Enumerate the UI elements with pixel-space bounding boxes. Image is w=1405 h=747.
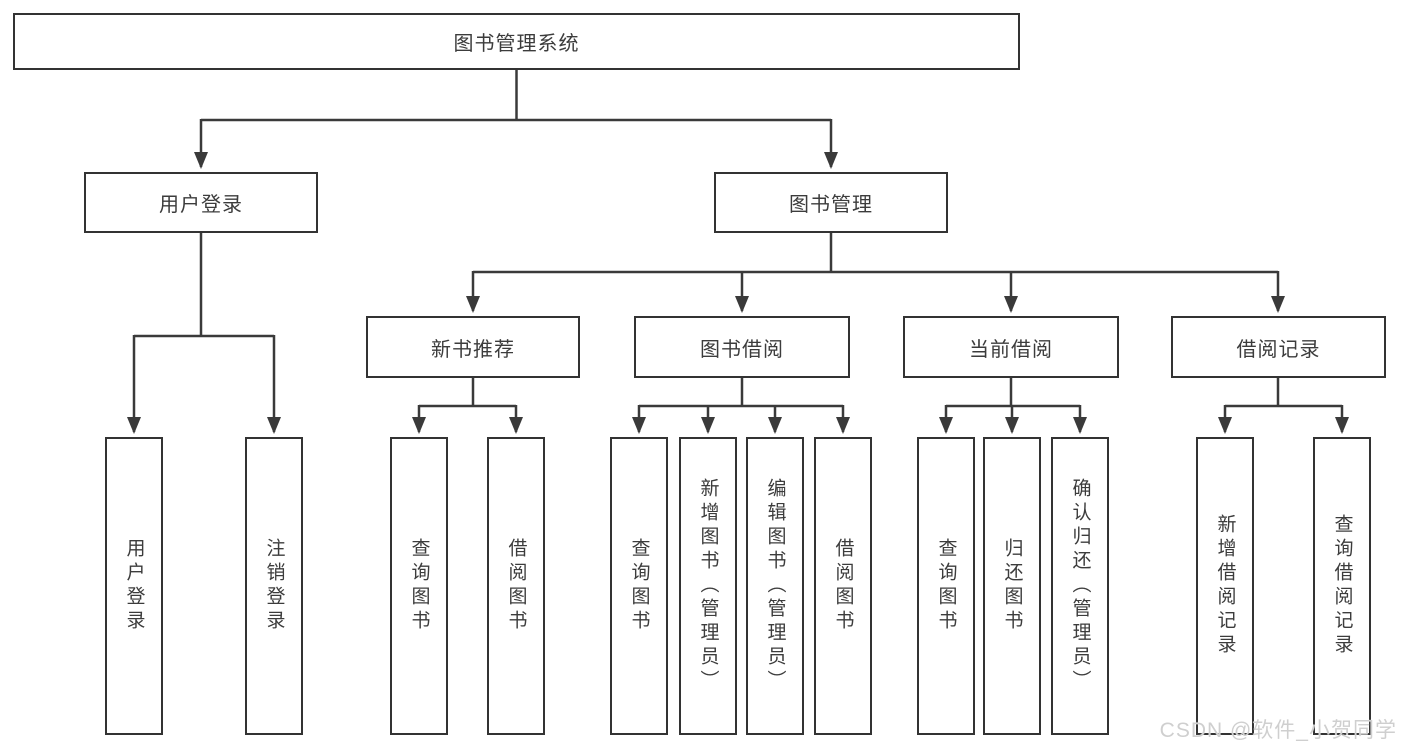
node-leaf-borrow-books-recommend: 借阅图书 [487,437,545,735]
node-user-login: 用户登录 [84,172,318,233]
csdn-watermark: CSDN @软件_小贺同学 [1159,719,1397,742]
node-book-management: 图书管理 [714,172,948,233]
node-leaf-add-borrow-record: 新增借阅记录 [1196,437,1254,735]
node-leaf-confirm-return-admin: 确认归还（管理员） [1051,437,1109,735]
node-leaf-query-books-current: 查询图书 [917,437,975,735]
node-book-borrowing: 图书借阅 [634,316,850,378]
node-leaf-add-books-admin: 新增图书（管理员） [679,437,737,735]
node-leaf-return-books: 归还图书 [983,437,1041,735]
node-borrowing-records: 借阅记录 [1171,316,1386,378]
node-current-borrowing: 当前借阅 [903,316,1119,378]
node-leaf-edit-books-admin: 编辑图书（管理员） [746,437,804,735]
node-leaf-query-books-borrowing: 查询图书 [610,437,668,735]
node-new-book-recommendation: 新书推荐 [366,316,580,378]
node-leaf-borrow-books: 借阅图书 [814,437,872,735]
node-leaf-query-borrow-record: 查询借阅记录 [1313,437,1371,735]
node-leaf-query-books-recommend: 查询图书 [390,437,448,735]
node-leaf-logout: 注销登录 [245,437,303,735]
node-leaf-user-login: 用户登录 [105,437,163,735]
node-library-management-system: 图书管理系统 [13,13,1020,70]
